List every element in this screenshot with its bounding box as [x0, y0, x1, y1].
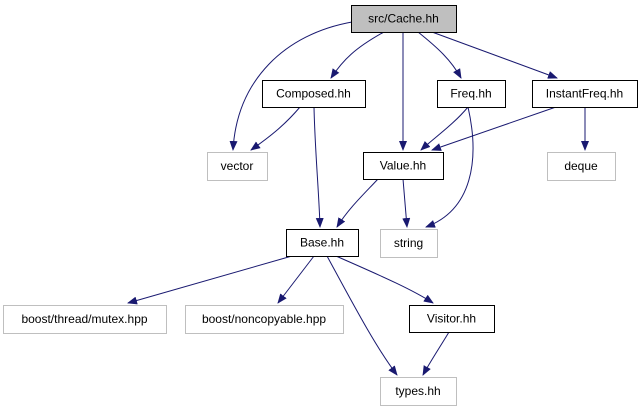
node-types: types.hh: [380, 377, 457, 406]
node-noncopyable: boost/noncopyable.hpp: [185, 305, 344, 334]
node-box-noncopyable: [185, 305, 344, 334]
node-label-cache: src/Cache.hh: [368, 12, 439, 26]
edge-cache-to-composed: [330, 31, 385, 79]
edge-instantfreq-to-value: [431, 106, 557, 151]
edge-base-to-noncopyable: [277, 255, 315, 304]
node-deque: deque: [547, 152, 616, 181]
node-instantfreq[interactable]: InstantFreq.hh: [532, 80, 638, 108]
node-label-noncopyable: boost/noncopyable.hpp: [202, 312, 326, 326]
node-base[interactable]: Base.hh: [286, 229, 359, 257]
node-composed[interactable]: Composed.hh: [262, 80, 366, 108]
node-value[interactable]: Value.hh: [363, 152, 444, 180]
node-label-base: Base.hh: [300, 236, 344, 250]
node-cache[interactable]: src/Cache.hh: [351, 5, 457, 33]
edges-layer: [127, 21, 589, 376]
nodes-layer: src/Cache.hh vector Composed.hh Freq.hh Inst…: [3, 5, 638, 406]
node-box-composed: [262, 80, 366, 108]
node-label-types: types.hh: [395, 384, 440, 398]
node-label-composed: Composed.hh: [276, 87, 351, 101]
edge-freq-to-string: [425, 106, 474, 228]
node-label-vector: vector: [221, 159, 254, 173]
node-freq[interactable]: Freq.hh: [437, 80, 506, 108]
node-box-base: [286, 229, 359, 257]
node-label-deque: deque: [564, 159, 598, 173]
edge-visitor-to-types: [422, 331, 450, 376]
node-string: string: [380, 229, 438, 258]
edge-value-to-string: [402, 178, 411, 228]
node-box-instantfreq: [532, 80, 638, 108]
edge-cache-to-instantfreq: [431, 31, 558, 79]
edge-cache-to-freq: [417, 31, 462, 79]
node-box-mutex: [3, 305, 167, 334]
edge-composed-to-base: [313, 106, 324, 228]
node-label-instantfreq: InstantFreq.hh: [546, 87, 623, 101]
node-box-value: [363, 152, 444, 180]
node-mutex: boost/thread/mutex.hpp: [3, 305, 167, 334]
edge-base-to-mutex: [127, 255, 293, 305]
node-box-visitor: [409, 305, 495, 333]
node-box-vector: [207, 152, 268, 181]
node-vector: vector: [207, 152, 268, 181]
node-label-visitor: Visitor.hh: [427, 312, 476, 326]
node-label-freq: Freq.hh: [450, 87, 491, 101]
edge-value-to-base: [336, 178, 379, 228]
node-box-types: [380, 377, 457, 406]
edge-composed-to-vector: [250, 106, 301, 151]
node-box-deque: [547, 152, 616, 181]
edge-cache-to-vector: [229, 21, 353, 151]
edge-base-to-types: [326, 255, 398, 376]
node-box-string: [380, 229, 438, 258]
node-label-string: string: [394, 236, 423, 250]
node-label-value: Value.hh: [380, 159, 426, 173]
node-box-cache: [351, 5, 457, 33]
edge-freq-to-value: [420, 106, 469, 151]
node-label-mutex: boost/thread/mutex.hpp: [21, 312, 147, 326]
edge-base-to-visitor: [335, 255, 434, 304]
node-box-freq: [437, 80, 506, 108]
node-visitor[interactable]: Visitor.hh: [409, 305, 495, 333]
